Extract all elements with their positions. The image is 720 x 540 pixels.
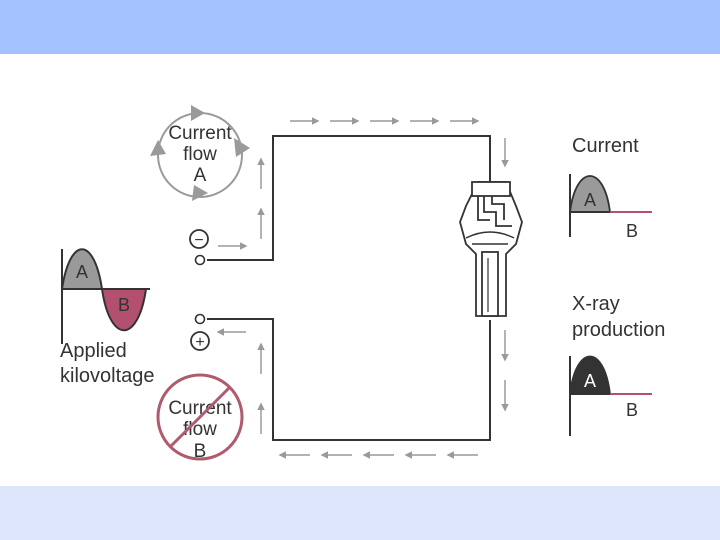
svg-text:A: A bbox=[194, 165, 207, 186]
svg-text:+: + bbox=[195, 334, 204, 351]
svg-text:kilovoltage: kilovoltage bbox=[60, 365, 155, 387]
current-flow-b-prohibited: Current flow B bbox=[156, 373, 244, 462]
svg-text:A: A bbox=[584, 371, 596, 391]
footer-band bbox=[0, 486, 720, 540]
svg-text:A: A bbox=[584, 190, 596, 210]
positive-terminal: + bbox=[190, 313, 210, 351]
svg-text:X-ray: X-ray bbox=[572, 293, 620, 315]
svg-text:Current: Current bbox=[572, 135, 639, 157]
svg-text:A: A bbox=[76, 262, 88, 282]
svg-text:B: B bbox=[118, 295, 130, 315]
svg-text:B: B bbox=[194, 441, 207, 462]
svg-text:Applied: Applied bbox=[60, 340, 127, 362]
applied-kilovoltage-waveform: A B Applied kilovoltage bbox=[60, 248, 155, 387]
header-band bbox=[0, 0, 720, 54]
negative-terminal: − bbox=[189, 229, 209, 266]
current-graph: Current A B bbox=[568, 135, 652, 241]
svg-text:Current: Current bbox=[168, 398, 232, 419]
current-flow-arrows bbox=[216, 117, 509, 459]
circuit-wires bbox=[207, 135, 491, 441]
svg-text:Current: Current bbox=[168, 123, 232, 144]
xray-tube bbox=[459, 181, 523, 317]
svg-text:B: B bbox=[626, 400, 638, 420]
xray-tube-circuit-diagram: − + bbox=[0, 54, 720, 486]
svg-text:production: production bbox=[572, 319, 665, 341]
svg-text:B: B bbox=[626, 221, 638, 241]
svg-text:−: − bbox=[194, 232, 203, 249]
current-flow-a: Current flow A bbox=[150, 105, 250, 201]
svg-text:flow: flow bbox=[183, 144, 217, 165]
xray-production-graph: X-ray production A B bbox=[568, 293, 665, 436]
